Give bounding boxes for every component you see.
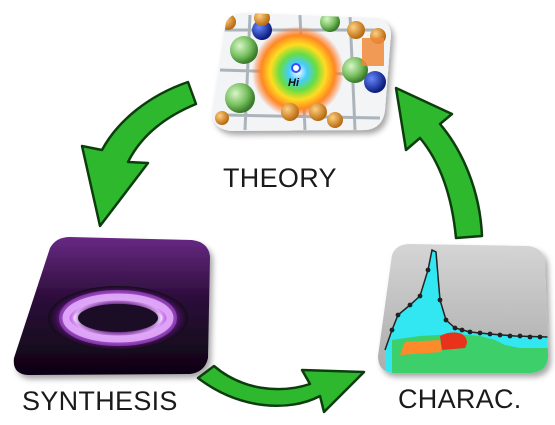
synthesis-tile [13, 237, 211, 375]
synthesis-label: SYNTHESIS [22, 386, 178, 416]
arrow-theory-to-synthesis [80, 80, 198, 228]
arrow-charac-to-theory [394, 86, 484, 240]
theory-tile: Hi [212, 12, 391, 132]
theory-label: THEORY [223, 163, 337, 193]
arrow-synthesis-to-charac [196, 364, 366, 414]
charac-tile [378, 244, 548, 373]
theory-inset-text: Hi [288, 77, 300, 89]
charac-label: CHARAC. [398, 384, 522, 414]
